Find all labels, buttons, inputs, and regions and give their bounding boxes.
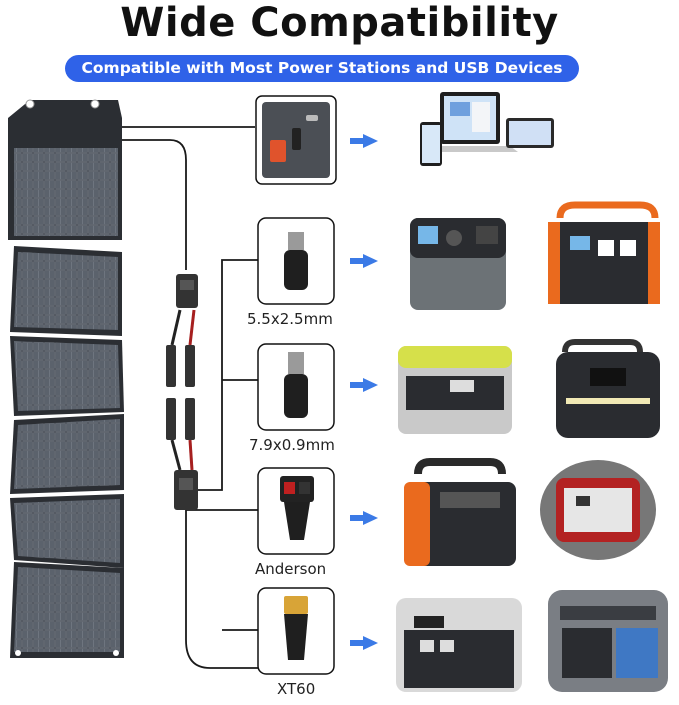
arrow-icon: [350, 640, 364, 646]
arrow-icon: [350, 138, 364, 144]
arrows: [350, 134, 378, 650]
cables: [122, 126, 258, 669]
power-station-6: [540, 460, 656, 560]
power-station-5: [404, 458, 516, 566]
subtitle-banner: Compatible with Most Power Stations and …: [65, 55, 579, 82]
connector-label-xt60: XT60: [277, 680, 316, 698]
xt60-plug-icon: [284, 596, 308, 614]
arrow-icon: [350, 515, 364, 521]
power-station-3: [398, 346, 512, 434]
connector-label-5525: 5.5x2.5mm: [247, 310, 333, 328]
arrow-icon: [363, 511, 378, 525]
page-title: Wide Compatibility: [120, 0, 559, 46]
power-station-4: [556, 339, 660, 438]
dc-barrel-plug-icon: [284, 250, 308, 290]
dc-7909-box: [257, 343, 335, 431]
dc-5525-box: [257, 217, 335, 305]
usb-devices: [420, 92, 554, 166]
dc-barrel-plug-icon: [284, 374, 308, 418]
arrow-icon: [363, 254, 378, 268]
xt60-box: [257, 587, 335, 675]
arrow-icon: [350, 382, 364, 388]
connector-label-7909: 7.9x0.9mm: [249, 436, 335, 454]
usb-port-icon: [270, 140, 286, 162]
arrow-icon: [350, 258, 364, 264]
arrow-icon: [363, 134, 378, 148]
power-station-2: [548, 201, 660, 304]
power-station-7: [396, 598, 522, 692]
anderson-box: [257, 467, 335, 555]
usb-port-box: [255, 95, 337, 185]
mc4-connector: [166, 274, 198, 510]
power-station-1: [410, 218, 506, 310]
connector-label-anderson: Anderson: [255, 560, 327, 578]
arrow-icon: [363, 378, 378, 392]
power-station-8: [548, 590, 668, 692]
arrow-icon: [363, 636, 378, 650]
solar-panel: [8, 99, 124, 658]
